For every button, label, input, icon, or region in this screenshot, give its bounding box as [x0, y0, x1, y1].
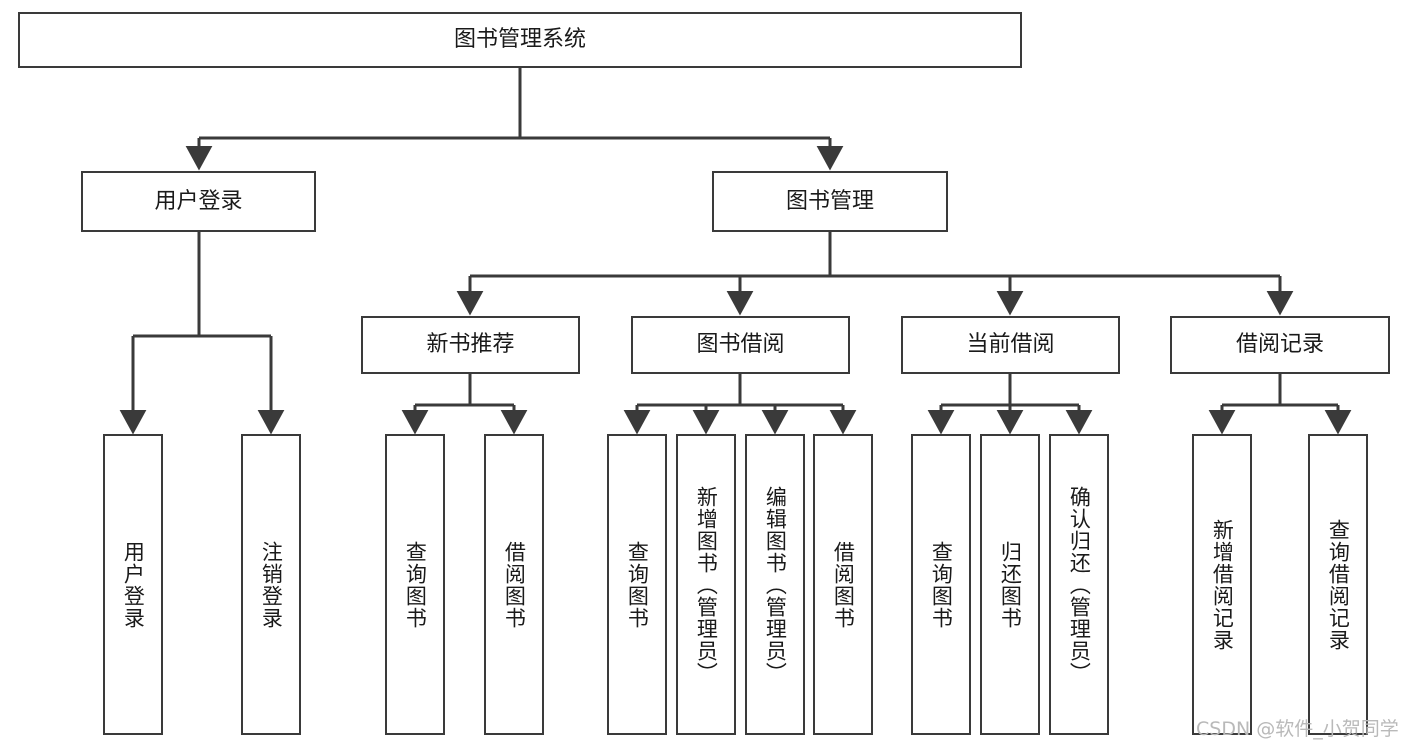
- node-leaf-logout[interactable]: 注销登录: [241, 434, 301, 735]
- node-leaf-logout-label: 注销登录: [259, 540, 284, 629]
- node-leaf-newbook-query-books[interactable]: 查询图书: [385, 434, 445, 735]
- node-leaf-edit-book-admin-label: 编辑图书（管理员）: [763, 485, 788, 684]
- node-current-borrow-label: 当前借阅: [966, 332, 1055, 358]
- node-leaf-return-books[interactable]: 归还图书: [980, 434, 1040, 735]
- node-user-login-label: 用户登录: [154, 188, 243, 214]
- node-leaf-newbook-borrow-books-label: 借阅图书: [502, 540, 527, 629]
- node-leaf-borrow-books[interactable]: 借阅图书: [813, 434, 873, 735]
- node-leaf-query-borrow-record-label: 查询借阅记录: [1326, 518, 1351, 651]
- node-borrow-record[interactable]: 借阅记录: [1170, 316, 1390, 374]
- node-root-label: 图书管理系统: [453, 27, 586, 53]
- node-leaf-borrow-query-books[interactable]: 查询图书: [607, 434, 667, 735]
- node-new-book-recommend-label: 新书推荐: [426, 332, 515, 358]
- node-root[interactable]: 图书管理系统: [18, 12, 1022, 68]
- node-leaf-user-login[interactable]: 用户登录: [103, 434, 163, 735]
- csdn-watermark: CSDN @软件_小贺同学: [1196, 718, 1399, 740]
- node-leaf-add-borrow-record[interactable]: 新增借阅记录: [1192, 434, 1252, 735]
- node-leaf-return-books-label: 归还图书: [998, 540, 1023, 629]
- node-leaf-current-query-books[interactable]: 查询图书: [911, 434, 971, 735]
- node-book-borrow[interactable]: 图书借阅: [631, 316, 850, 374]
- node-book-borrow-label: 图书借阅: [696, 332, 785, 358]
- node-leaf-user-login-label: 用户登录: [121, 540, 146, 629]
- node-new-book-recommend[interactable]: 新书推荐: [361, 316, 580, 374]
- node-leaf-newbook-query-books-label: 查询图书: [403, 540, 428, 629]
- node-leaf-newbook-borrow-books[interactable]: 借阅图书: [484, 434, 544, 735]
- node-leaf-borrow-query-books-label: 查询图书: [625, 540, 650, 629]
- node-leaf-add-book-admin[interactable]: 新增图书（管理员）: [676, 434, 736, 735]
- node-leaf-edit-book-admin[interactable]: 编辑图书（管理员）: [745, 434, 805, 735]
- node-leaf-confirm-return-admin[interactable]: 确认归还（管理员）: [1049, 434, 1109, 735]
- node-current-borrow[interactable]: 当前借阅: [901, 316, 1120, 374]
- node-leaf-add-borrow-record-label: 新增借阅记录: [1210, 518, 1235, 651]
- node-book-management-label: 图书管理: [785, 188, 874, 214]
- node-leaf-confirm-return-admin-label: 确认归还（管理员）: [1067, 485, 1092, 684]
- node-leaf-query-borrow-record[interactable]: 查询借阅记录: [1308, 434, 1368, 735]
- node-book-management[interactable]: 图书管理: [712, 171, 948, 232]
- node-leaf-borrow-books-label: 借阅图书: [831, 540, 856, 629]
- node-leaf-add-book-admin-label: 新增图书（管理员）: [694, 485, 719, 684]
- node-borrow-record-label: 借阅记录: [1235, 332, 1324, 358]
- node-leaf-current-query-books-label: 查询图书: [929, 540, 954, 629]
- node-user-login[interactable]: 用户登录: [81, 171, 316, 232]
